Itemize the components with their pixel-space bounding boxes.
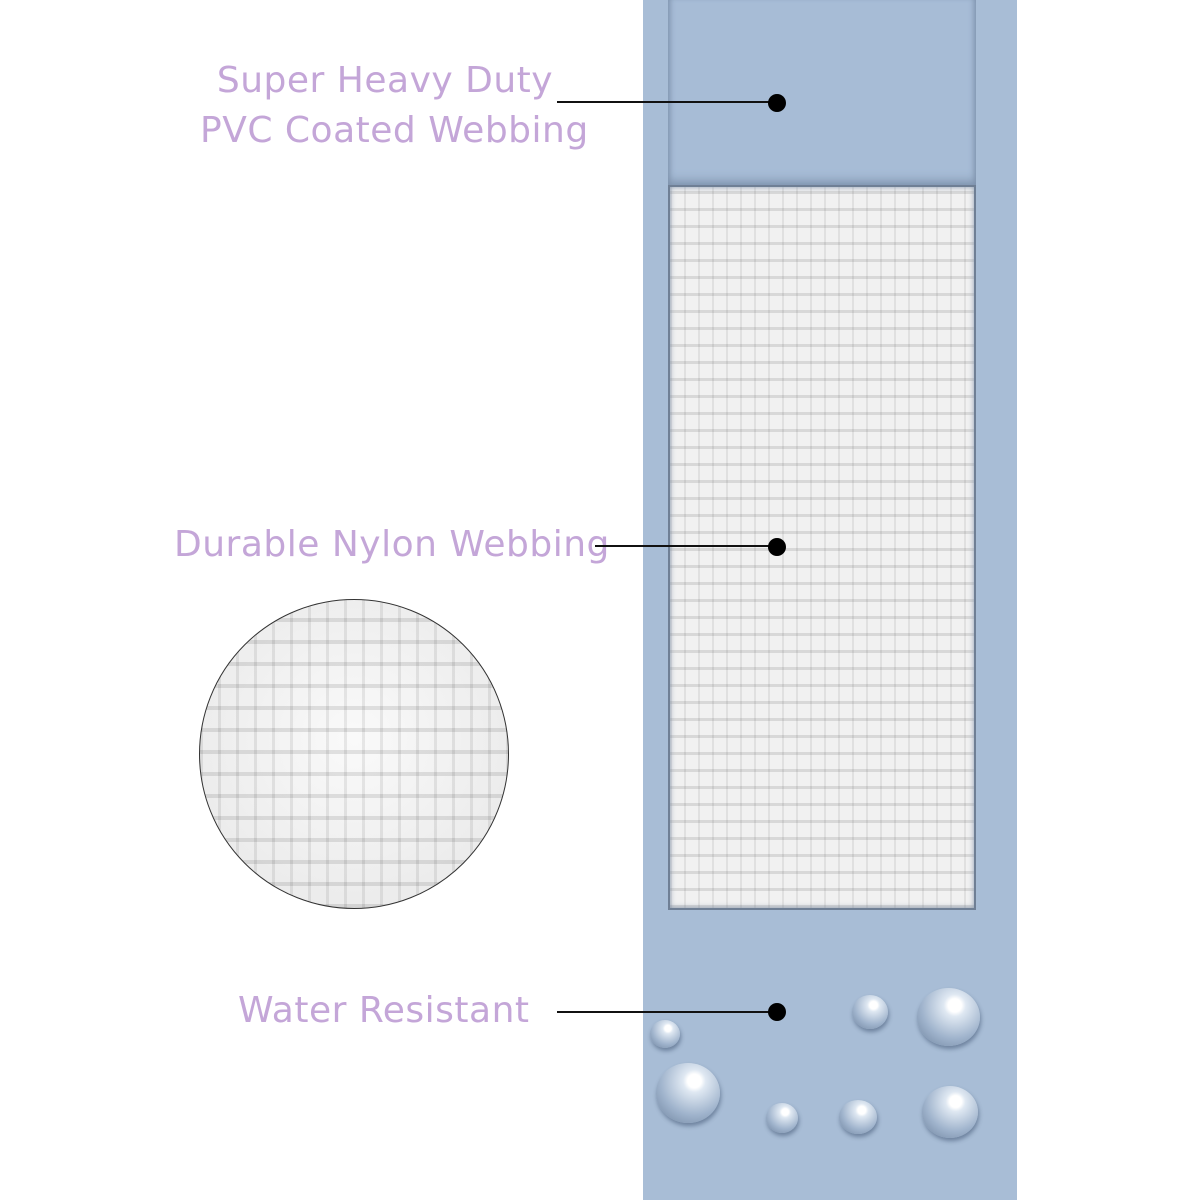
water-drop bbox=[917, 988, 980, 1046]
water-callout-line bbox=[557, 1011, 777, 1013]
water-callout-label: Water Resistant bbox=[238, 990, 530, 1031]
nylon-callout-line bbox=[595, 545, 777, 547]
pvc-callout-dot bbox=[768, 94, 786, 112]
nylon-callout-label: Durable Nylon Webbing bbox=[174, 524, 610, 565]
pvc-callout-label: Super Heavy Duty PVC Coated Webbing bbox=[200, 56, 589, 156]
water-drop bbox=[656, 1063, 720, 1123]
nylon-texture-magnifier bbox=[199, 599, 509, 909]
nylon-callout-dot bbox=[768, 538, 786, 556]
nylon-webbing-section bbox=[668, 185, 976, 910]
water-drop bbox=[839, 1100, 877, 1134]
water-drop bbox=[922, 1086, 978, 1138]
pvc-callout-line bbox=[557, 101, 777, 103]
pvc-label-line2: PVC Coated Webbing bbox=[200, 110, 589, 151]
water-drop bbox=[852, 995, 888, 1029]
pvc-label-line1: Super Heavy Duty bbox=[216, 60, 554, 101]
water-drop bbox=[766, 1103, 798, 1133]
pvc-coated-section bbox=[668, 0, 976, 185]
water-callout-dot bbox=[768, 1003, 786, 1021]
water-drop bbox=[650, 1020, 680, 1048]
